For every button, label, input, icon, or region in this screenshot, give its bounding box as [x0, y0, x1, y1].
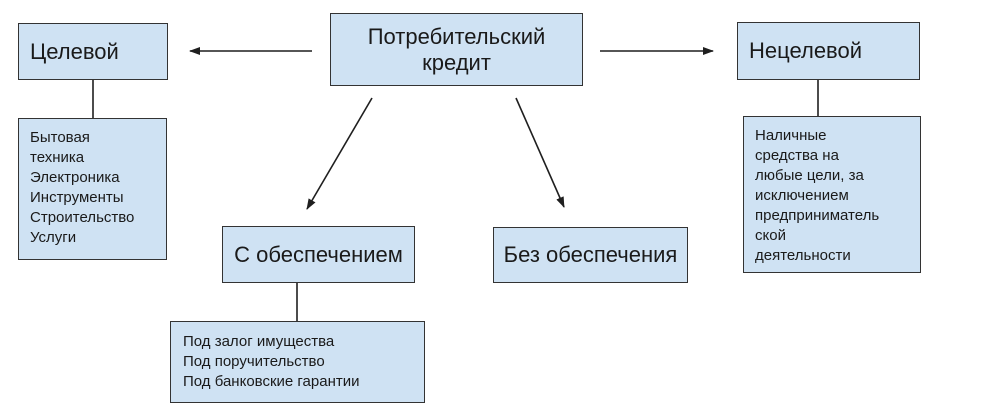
- node-targeted: Целевой: [18, 23, 168, 80]
- node-targeted-label: Целевой: [30, 38, 119, 64]
- list-line: исключением: [755, 187, 849, 204]
- node-secured-label: С обеспечением: [234, 241, 403, 267]
- list-line: Под залог имущества: [183, 333, 335, 350]
- list-line: Строительство: [30, 209, 135, 226]
- list-line: Под банковские гарантии: [183, 373, 360, 390]
- arrow-root-to-secured: [306, 97, 373, 210]
- list-line: ской: [755, 227, 786, 244]
- node-non-targeted-label: Нецелевой: [749, 38, 863, 63]
- node-non-targeted: Нецелевой: [737, 22, 920, 80]
- list-line: предприниматель: [755, 207, 880, 224]
- node-non-targeted-items: Наличные средства на любые цели, за искл…: [743, 116, 921, 273]
- node-unsecured-label: Без обеспечения: [503, 242, 678, 267]
- list-line: Бытовая: [30, 129, 90, 146]
- list-line: деятельности: [755, 247, 851, 264]
- node-unsecured: Без обеспечения: [493, 227, 688, 283]
- list-line: средства на: [755, 147, 839, 164]
- arrow-root-to-unsecured: [515, 97, 565, 208]
- node-secured-items: Под залог имущества Под поручительство П…: [170, 321, 425, 403]
- list-line: Услуги: [30, 229, 77, 246]
- list-line: Наличные: [755, 127, 827, 144]
- node-consumer-credit-label: Потребительский кредит: [367, 23, 546, 75]
- list-line: любые цели, за: [755, 167, 864, 184]
- node-secured: С обеспечением: [222, 226, 415, 283]
- node-targeted-items: Бытовая техника Электроника Инструменты …: [18, 118, 167, 260]
- list-line: Инструменты: [30, 189, 124, 206]
- list-line: Под поручительство: [183, 353, 325, 370]
- list-line: техника: [30, 149, 85, 166]
- node-consumer-credit: Потребительский кредит: [330, 13, 583, 86]
- list-line: Электроника: [30, 169, 120, 186]
